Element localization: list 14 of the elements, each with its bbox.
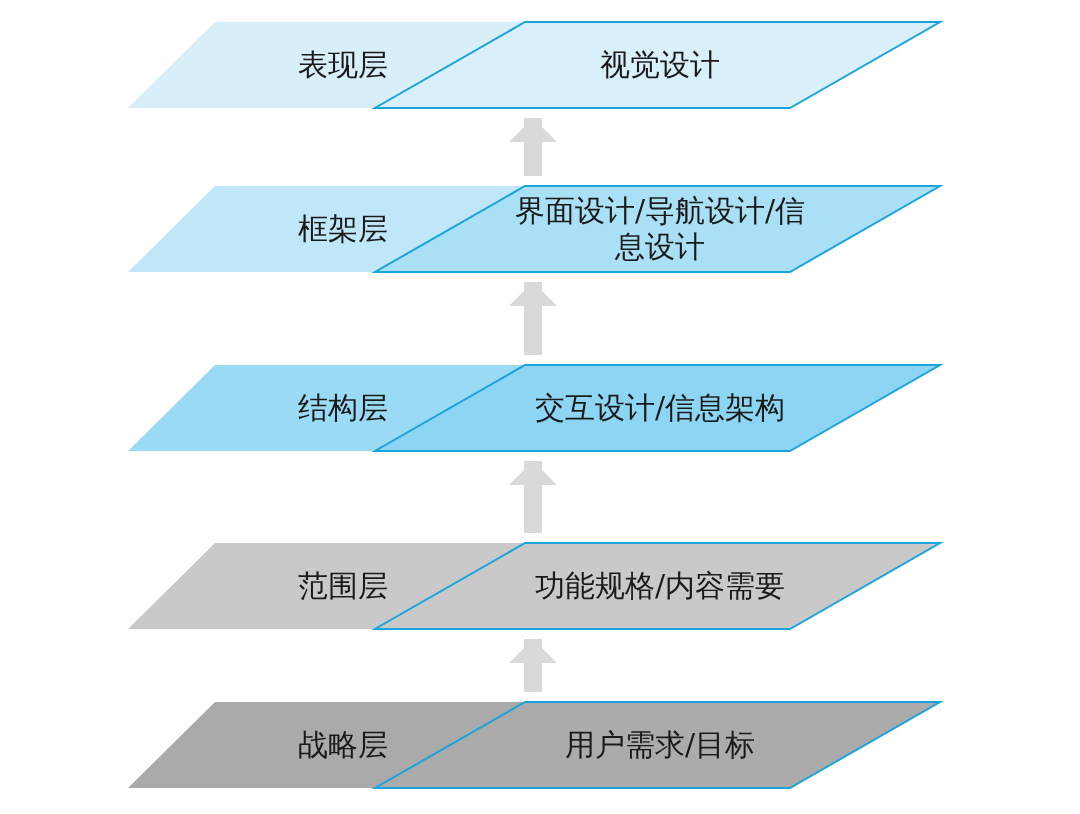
- layer-label: 结构层: [297, 390, 389, 426]
- layer-description: 用户需求/目标: [563, 727, 757, 763]
- layer-label: 框架层: [297, 211, 389, 247]
- layer-label: 表现层: [297, 47, 389, 83]
- up-arrow: [509, 282, 557, 355]
- layer-description: 功能规格/内容需要: [533, 568, 787, 604]
- layer-label: 范围层: [297, 568, 389, 604]
- layer-label: 战略层: [297, 727, 389, 763]
- layer-description: 视觉设计: [599, 47, 721, 83]
- layer-description: 界面设计/导航设计/信息设计: [513, 193, 807, 265]
- up-arrow: [509, 461, 557, 533]
- up-arrow: [509, 639, 557, 692]
- layer-description: 交互设计/信息架构: [533, 390, 787, 426]
- up-arrow: [509, 118, 557, 176]
